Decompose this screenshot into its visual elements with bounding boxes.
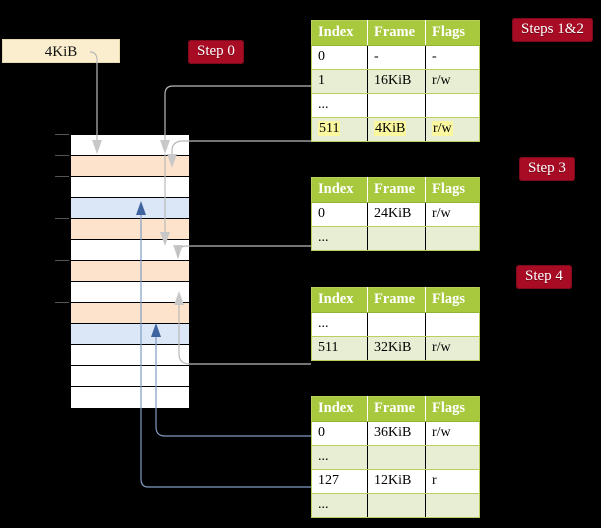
column-header-index: Index xyxy=(311,20,368,46)
memory-frame-row xyxy=(71,282,189,303)
table-row: 511 4KiB r/w xyxy=(311,117,480,142)
memory-tick xyxy=(55,176,69,177)
memory-tick xyxy=(55,155,69,156)
memory-frame-row xyxy=(71,324,189,345)
memory-frame-row xyxy=(71,198,189,219)
memory-frame-row xyxy=(71,345,189,366)
column-header-frame: Frame xyxy=(367,287,426,313)
physical-memory-strip xyxy=(70,134,190,408)
memory-frame-row xyxy=(71,219,189,240)
cell-frame xyxy=(367,93,426,118)
memory-tick xyxy=(55,260,69,261)
memory-frame-row xyxy=(71,177,189,198)
cell-flags: r/w xyxy=(425,117,480,142)
badge-steps-1-2: Steps 1&2 xyxy=(512,18,593,42)
badge-step-4: Step 4 xyxy=(516,265,572,289)
column-header-flags: Flags xyxy=(425,177,480,203)
table-row: ... xyxy=(311,226,480,251)
table-row: ... xyxy=(311,493,480,518)
cell-flags: r/w xyxy=(425,336,480,361)
table-row: ... xyxy=(311,445,480,470)
cell-index: 0 xyxy=(311,202,368,227)
cell-index: 1 xyxy=(311,69,368,94)
cell-frame: 24KiB xyxy=(367,202,426,227)
cell-frame: 12KiB xyxy=(367,469,426,494)
column-header-frame: Frame xyxy=(367,396,426,422)
cell-index: 511 xyxy=(311,336,368,361)
cell-index: 127 xyxy=(311,469,368,494)
cell-frame: - xyxy=(367,45,426,70)
memory-frame-row xyxy=(71,303,189,324)
column-header-flags: Flags xyxy=(425,396,480,422)
cell-frame: 32KiB xyxy=(367,336,426,361)
column-header-frame: Frame xyxy=(367,20,426,46)
wire-step0 xyxy=(89,51,98,140)
memory-frame-row xyxy=(71,135,189,156)
virtual-address-label: 4KiB xyxy=(44,44,78,60)
cell-flags xyxy=(425,312,480,337)
cell-flags xyxy=(425,445,480,470)
virtual-address-box: 4KiB xyxy=(2,39,120,63)
cell-frame: 36KiB xyxy=(367,421,426,446)
cell-flags xyxy=(425,493,480,518)
cell-index: ... xyxy=(311,445,368,470)
highlighted-value: 511 xyxy=(318,121,341,136)
column-header-index: Index xyxy=(311,177,368,203)
cell-flags: r/w xyxy=(425,421,480,446)
memory-frame-row xyxy=(71,240,189,261)
wire-step1 xyxy=(164,85,311,140)
column-header-index: Index xyxy=(311,287,368,313)
memory-tick xyxy=(55,218,69,219)
cell-index: 0 xyxy=(311,421,368,446)
cell-frame xyxy=(367,226,426,251)
cell-flags xyxy=(425,93,480,118)
highlighted-value: r/w xyxy=(432,121,453,136)
wire-step2 xyxy=(171,140,311,154)
cell-flags: r/w xyxy=(425,69,480,94)
badge-step-3: Step 3 xyxy=(519,157,575,181)
badge-step-0: Step 0 xyxy=(188,40,244,64)
memory-frame-row xyxy=(71,261,189,282)
cell-index: 511 xyxy=(311,117,368,142)
table-row: ... xyxy=(311,312,480,337)
memory-tick xyxy=(55,134,69,135)
column-header-flags: Flags xyxy=(425,20,480,46)
cell-frame xyxy=(367,445,426,470)
wire-step4 xyxy=(178,305,311,365)
cell-index: ... xyxy=(311,226,368,251)
cell-index: ... xyxy=(311,93,368,118)
memory-frame-row xyxy=(71,387,189,408)
column-header-index: Index xyxy=(311,396,368,422)
cell-frame: 4KiB xyxy=(367,117,426,142)
cell-flags: r/w xyxy=(425,202,480,227)
cell-flags: r xyxy=(425,469,480,494)
table-row: ... xyxy=(311,93,480,118)
memory-tick xyxy=(55,302,69,303)
wire-step3 xyxy=(177,245,311,256)
column-header-flags: Flags xyxy=(425,287,480,313)
cell-frame: 16KiB xyxy=(367,69,426,94)
highlighted-value: 4KiB xyxy=(374,121,407,136)
cell-flags: - xyxy=(425,45,480,70)
cell-frame xyxy=(367,493,426,518)
memory-frame-row xyxy=(71,366,189,387)
table-row: 0-- xyxy=(311,45,480,70)
cell-index: ... xyxy=(311,493,368,518)
cell-index: 0 xyxy=(311,45,368,70)
memory-frame-row xyxy=(71,156,189,177)
cell-index: ... xyxy=(311,312,368,337)
cell-flags xyxy=(425,226,480,251)
column-header-frame: Frame xyxy=(367,177,426,203)
cell-frame xyxy=(367,312,426,337)
